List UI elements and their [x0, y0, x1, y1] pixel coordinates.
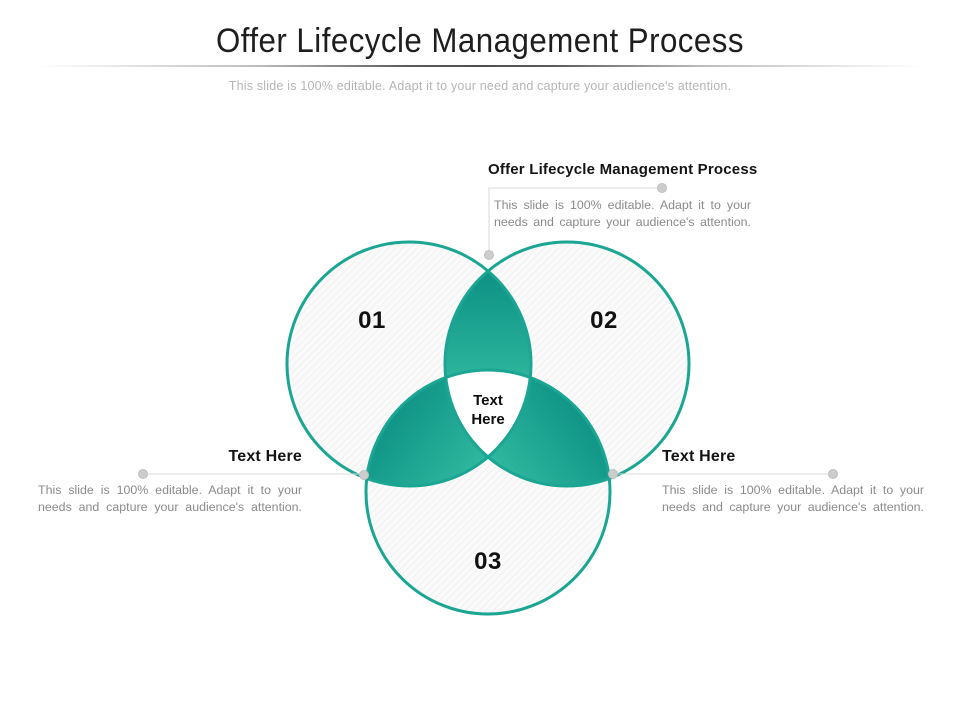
callout-right-description-line1: This slide is 100% editable. Adapt it to…	[662, 483, 924, 497]
callout-left-heading: Text Here	[228, 448, 302, 465]
page-title: Offer Lifecycle Management Process	[216, 22, 744, 60]
circle-3-outline	[364, 368, 612, 616]
connector-dot-right-venn	[608, 469, 618, 479]
title-divider	[38, 65, 922, 67]
circle-2-outline	[443, 240, 691, 488]
connector-dot-left-end	[138, 469, 148, 479]
petal-top	[444, 271, 532, 378]
connector-top-line	[488, 187, 662, 251]
page-subtitle: This slide is 100% editable. Adapt it to…	[228, 79, 732, 93]
connector-dot-top-venn	[484, 250, 494, 260]
callout-right-heading: Text Here	[662, 448, 736, 465]
label-circle-01: 01	[358, 307, 386, 334]
callout-top-heading: Offer Lifecycle Management Process	[488, 161, 758, 178]
connector-dot-left-venn	[359, 470, 369, 480]
callout-top-description-line2: needs and capture your audience's attent…	[494, 215, 751, 229]
label-circle-02: 02	[590, 307, 618, 334]
connector-dot-right-end	[828, 469, 838, 479]
petal-bottom-right	[488, 377, 610, 486]
callout-left-description-line2: needs and capture your audience's attent…	[38, 500, 302, 514]
callout-top-description-line1: This slide is 100% editable. Adapt it to…	[494, 198, 751, 212]
label-circle-03: 03	[474, 548, 502, 575]
callout-left-description: This slide is 100% editable. Adapt it to…	[38, 482, 302, 516]
callout-top-description: This slide is 100% editable. Adapt it to…	[494, 197, 751, 231]
callout-right-description-line2: needs and capture your audience's attent…	[662, 500, 924, 514]
callout-left-description-line1: This slide is 100% editable. Adapt it to…	[38, 483, 302, 497]
center-region	[445, 370, 531, 457]
circle-1-outline	[285, 240, 533, 488]
label-center-text: Text Here	[471, 392, 505, 428]
connector-dot-top-callout	[657, 183, 667, 193]
petal-bottom-left	[366, 377, 488, 486]
callout-right-description: This slide is 100% editable. Adapt it to…	[662, 482, 924, 516]
